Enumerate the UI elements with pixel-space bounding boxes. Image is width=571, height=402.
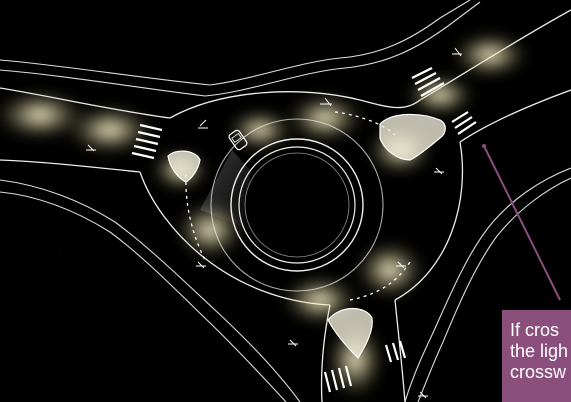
central-island [210,118,384,292]
splitter-island-s [327,307,373,359]
car-icon [228,129,248,151]
zebra-crosswalk-s [323,340,407,393]
street-light-glows [0,31,530,400]
callout-leader-line [483,145,561,301]
splitter-islands [167,113,446,359]
headlight-beam [200,150,250,230]
callout-line-3: crossw [510,362,567,382]
light-pole-markers [86,47,462,399]
callout-line-2: the ligh [510,341,569,361]
zebra-crosswalk-ne [411,67,477,135]
zebra-crosswalk-w [131,123,163,160]
splitter-island-w [167,150,201,183]
callout-anchor [482,144,486,148]
callout-line-1: If cros [510,320,560,340]
background-grain [39,19,521,381]
callout-box: If cros the ligh crossw [502,310,571,402]
splitter-island-ne [379,113,446,161]
dashed-lane-lines [185,111,411,301]
